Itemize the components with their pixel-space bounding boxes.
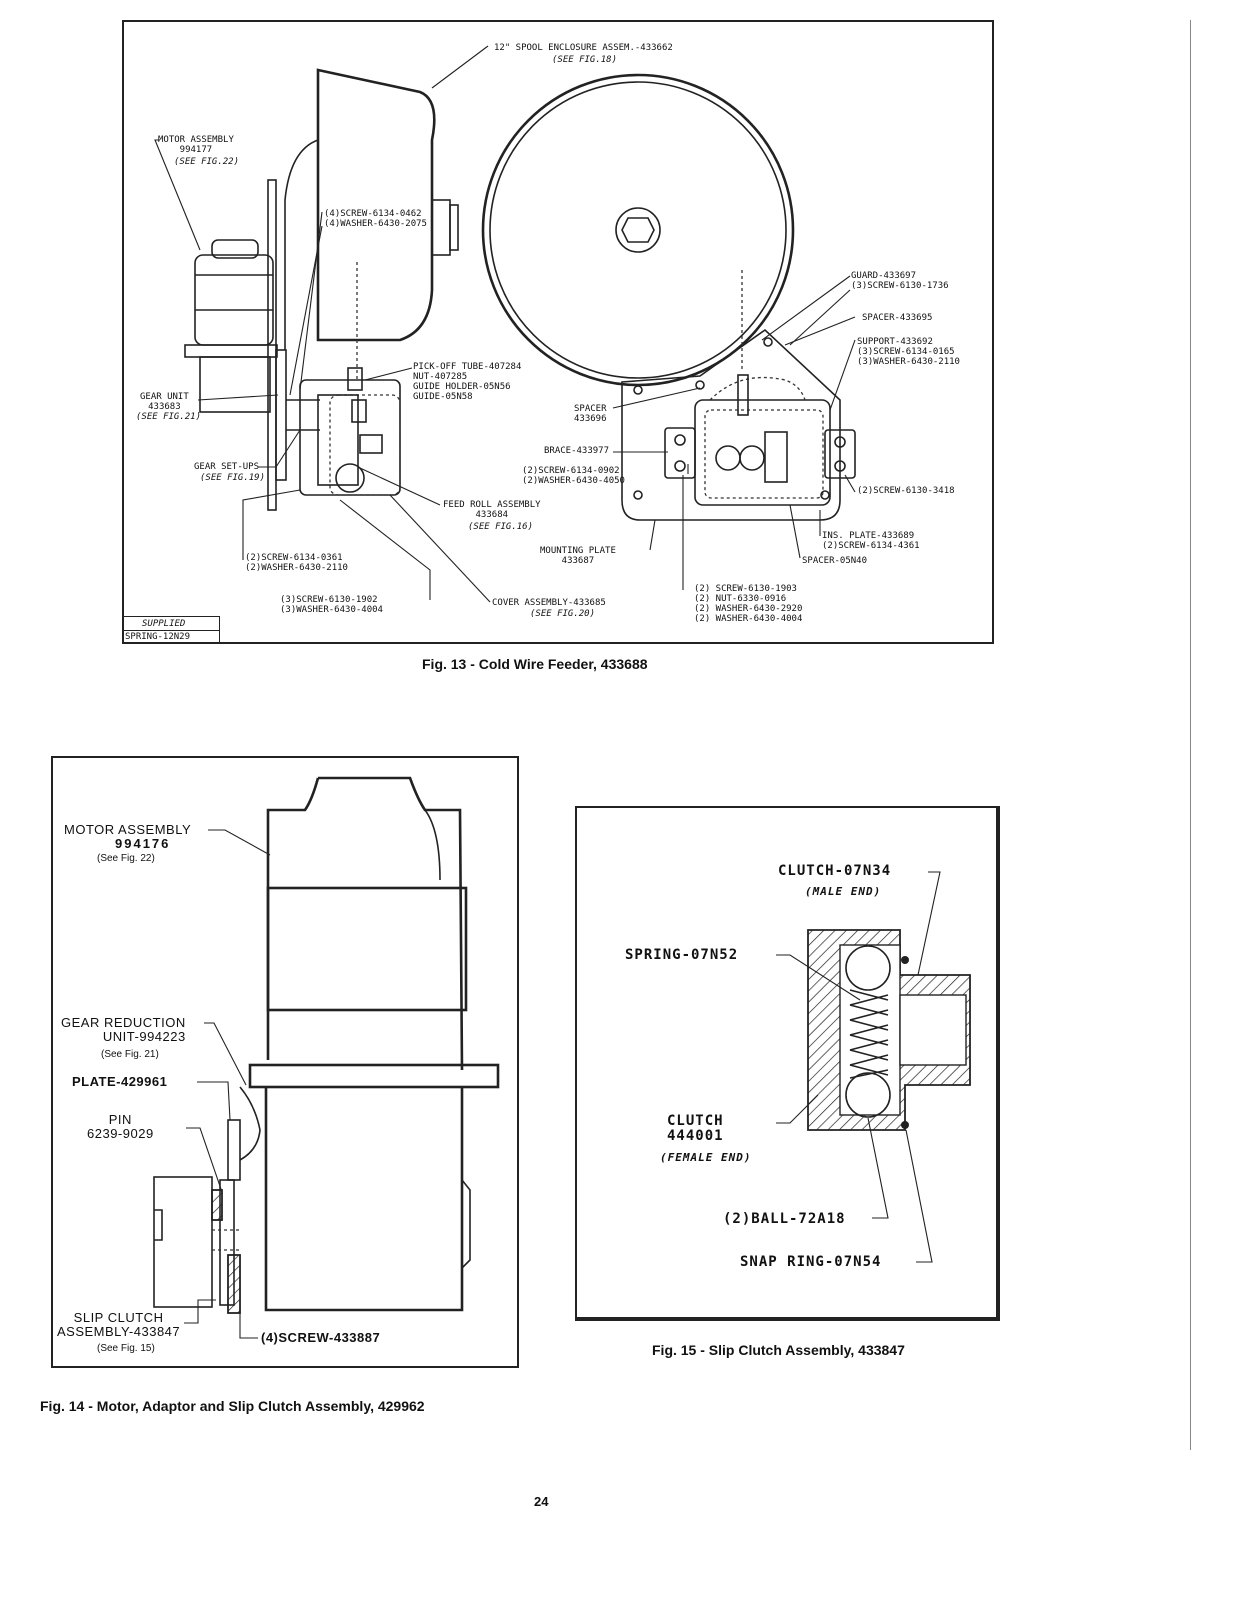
fig15-frame [575, 806, 1000, 1321]
label-bottom-group: (2) SCREW-6130-1903 (2) NUT-6330-0916 (2… [694, 584, 803, 624]
fig13-leaders [154, 45, 856, 603]
fig15-label-spring: SPRING-07N52 [625, 947, 739, 963]
label-screw-3418: (2)SCREW-6130-3418 [857, 486, 955, 496]
fig15-label-clutch-female: CLUTCH 444001 [667, 1113, 724, 1144]
label-cover-ref: (SEE FIG.20) [530, 609, 596, 619]
label-supplied: SUPPLIED [142, 619, 186, 629]
fig15-leaders [776, 871, 941, 1263]
label-screw-washer-1902: (3)SCREW-6130-1902 (3)WASHER-6430-4004 [280, 595, 383, 615]
fig14-label-screw: (4)SCREW-433887 [261, 1330, 381, 1345]
label-support: SUPPORT-433692 (3)SCREW-6134-0165 (3)WAS… [857, 337, 960, 367]
label-gear-setups: GEAR SET-UPS [194, 462, 260, 472]
fig14-label-plate: PLATE-429961 [72, 1074, 168, 1089]
label-spacer-433696: SPACER 433696 [574, 404, 607, 424]
right-margin-line [1190, 20, 1191, 1450]
label-mounting-plate: MOUNTING PLATE 433687 [540, 546, 616, 566]
motor-drawing [184, 239, 278, 413]
label-screw-washer-0361: (2)SCREW-6134-0361 (2)WASHER-6430-2110 [245, 553, 348, 573]
label-cover: COVER ASSEMBLY-433685 [492, 598, 606, 608]
fig15-caption: Fig. 15 - Slip Clutch Assembly, 433847 [652, 1342, 905, 1358]
label-brace: BRACE-433977 [544, 446, 610, 456]
spool-front [481, 73, 795, 387]
mounting-plate-side [267, 179, 320, 511]
fig14-leaders [184, 829, 271, 1339]
fig14-frame [51, 756, 519, 1368]
label-ins-plate: INS. PLATE-433689 (2)SCREW-6134-4361 [822, 531, 920, 551]
label-spacer-433695: SPACER-433695 [862, 313, 933, 323]
label-spool-enclosure-ref: (SEE FIG.18) [552, 55, 618, 65]
feed-roll-side [299, 367, 401, 496]
label-feed-roll: FEED ROLL ASSEMBLY 433684 [443, 500, 541, 520]
fig15-label-ball: (2)BALL-72A18 [723, 1211, 846, 1227]
label-pickoff: PICK-OFF TUBE-407284 NUT-407285 GUIDE HO… [413, 362, 522, 402]
fig15-label-snap-ring: SNAP RING-07N54 [740, 1254, 882, 1270]
fig15-label-clutch-male: CLUTCH-07N34 [778, 863, 892, 879]
fig14-label-slip-clutch-ref: (See Fig. 15) [97, 1343, 155, 1354]
label-gear-unit: GEAR UNIT 433683 [140, 392, 189, 412]
fig13-frame [122, 20, 994, 644]
label-screw-washer-brace: (2)SCREW-6134-0902 (2)WASHER-6430-4050 [522, 466, 625, 486]
label-feed-roll-ref: (SEE FIG.16) [468, 522, 534, 532]
spool-enclosure-drawing [284, 68, 459, 380]
fig14-label-motor-ref: (See Fig. 22) [97, 853, 155, 864]
fig13-caption: Fig. 13 - Cold Wire Feeder, 433688 [422, 656, 648, 672]
label-spacer-05n40: SPACER-05N40 [802, 556, 868, 566]
fig14-label-motor-number: 994176 [115, 836, 171, 851]
label-spring-12n29: SPRING-12N29 [125, 632, 191, 642]
label-guard: GUARD-433697 (3)SCREW-6130-1736 [851, 271, 949, 291]
supplied-box: SUPPLIED SPRING-12N29 [122, 616, 220, 644]
fig14-caption: Fig. 14 - Motor, Adaptor and Slip Clutch… [40, 1398, 425, 1414]
label-gear-setups-ref: (SEE FIG.19) [200, 473, 266, 483]
page-number: 24 [534, 1494, 549, 1509]
fig15-label-clutch-male-ref: (MALE END) [805, 885, 882, 898]
fig14-label-motor-assembly: MOTOR ASSEMBLY [64, 822, 192, 837]
slip-clutch-section [807, 929, 971, 1131]
fig14-label-slip-clutch: SLIP CLUTCH ASSEMBLY-433847 [57, 1310, 181, 1339]
fig14-label-pin: PIN 6239-9029 [87, 1112, 154, 1141]
label-screw-washer-top: (4)SCREW-6134-0462 (4)WASHER-6430-2075 [324, 209, 427, 229]
fig15-label-clutch-female-ref: (FEMALE END) [660, 1151, 752, 1164]
label-motor-assembly-ref: (SEE FIG.22) [174, 157, 240, 167]
motor-assembly-drawing [153, 776, 500, 1314]
label-motor-assembly: MOTOR ASSEMBLY 994177 [158, 135, 234, 155]
supplied-divider [122, 630, 220, 631]
fig14-label-gear-reduction-ref: (See Fig. 21) [101, 1049, 159, 1060]
label-gear-unit-ref: (SEE FIG.21) [136, 412, 202, 422]
label-spool-enclosure: 12" SPOOL ENCLOSURE ASSEM.-433662 [494, 43, 673, 53]
fig14-label-gear-reduction: GEAR REDUCTION UNIT-994223 [61, 1015, 186, 1044]
